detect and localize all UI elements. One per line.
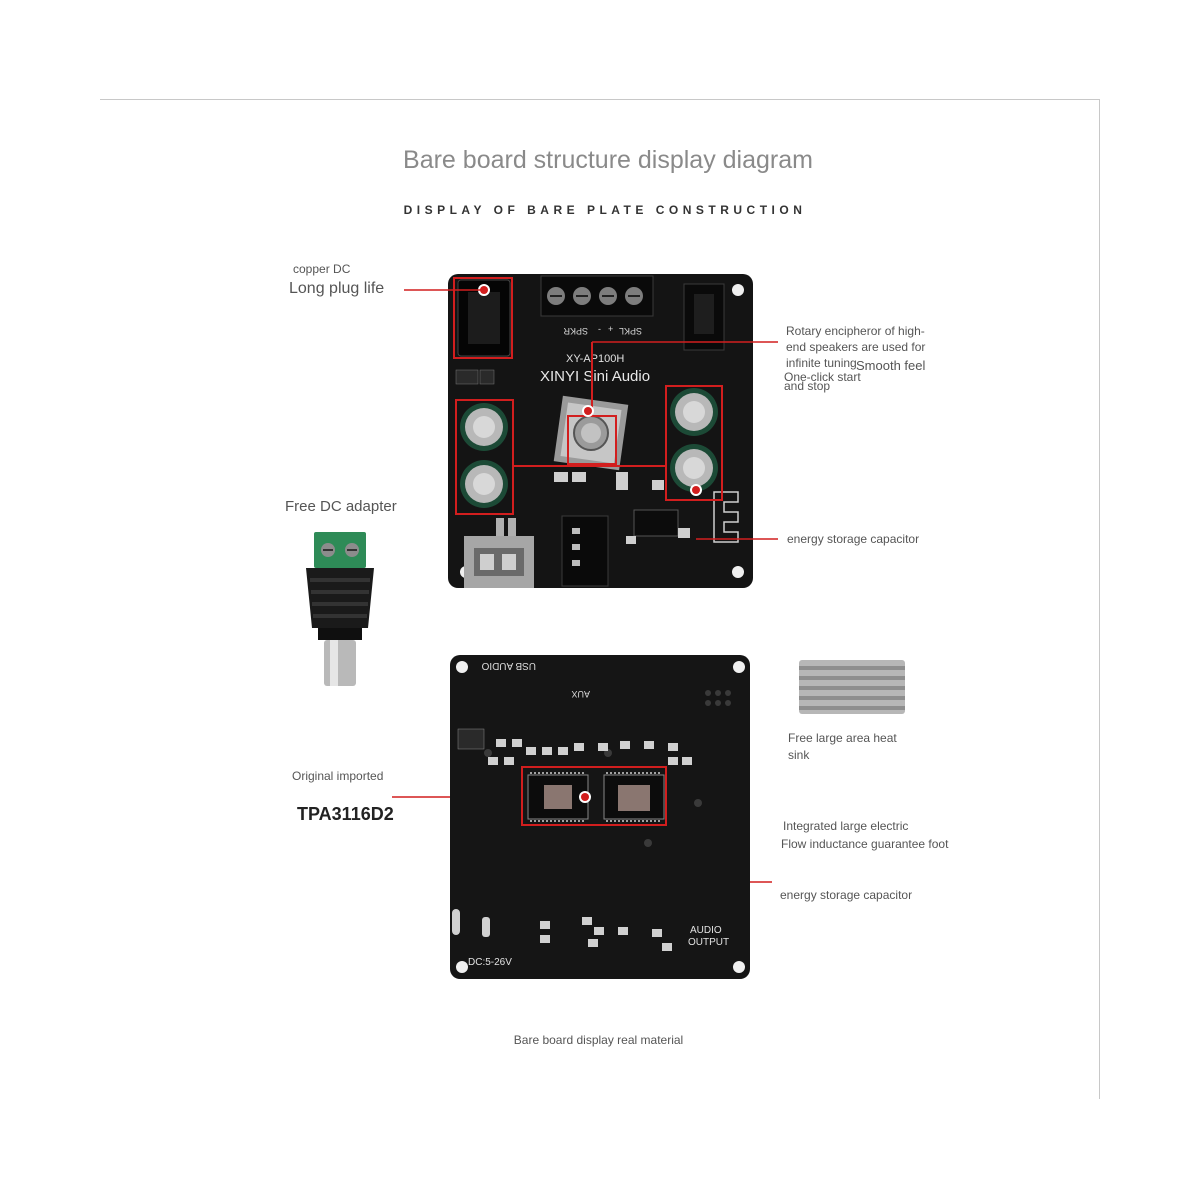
dc-adapter-image <box>306 532 374 686</box>
capacitor-right-top <box>670 388 718 436</box>
label-long-plug-life: Long plug life <box>289 280 385 297</box>
highlight-left-capacitors <box>455 399 514 515</box>
bottom-board-image: USB AUDIO AUX AUDIO O <box>450 655 750 979</box>
top-board-image: SPKR - + SPKL XY-AP100H XINYI Sini Audio <box>448 274 753 588</box>
label-rotary-line1: Rotary encipheror of high- <box>786 324 925 338</box>
silk-usb-audio: USB AUDIO <box>481 660 536 671</box>
label-tpa-chip: TPA3116D2 <box>297 804 394 824</box>
dot-capacitor <box>692 486 700 494</box>
label-one-click-start: One-click start <box>784 370 861 384</box>
label-energy-capacitor-bottom: energy storage capacitor <box>780 888 913 902</box>
frame-top-border <box>100 99 1100 100</box>
silk-terminal-plus: + <box>608 324 613 334</box>
page-title: Bare board structure display diagram <box>403 146 813 174</box>
page-subtitle: DISPLAY OF BARE PLATE CONSTRUCTION <box>403 203 807 217</box>
silk-power: DC:5-26V <box>468 957 512 968</box>
silk-aux: AUX <box>571 689 590 699</box>
label-original-imported: Original imported <box>292 769 384 783</box>
label-and-stop: and stop <box>784 379 831 393</box>
silk-output: OUTPUT <box>688 937 729 948</box>
silk-terminal-spkl: SPKL <box>619 326 642 336</box>
capacitor-left-top <box>460 403 508 451</box>
silk-terminal-spkr: SPKR <box>563 326 588 336</box>
label-copper-dc: copper DC <box>293 262 351 276</box>
board-model-text: XY-AP100H <box>566 353 624 365</box>
capacitor-right-bottom <box>670 444 718 492</box>
frame-right-border <box>1099 99 1100 1099</box>
dot-amp-chip <box>581 793 589 801</box>
silk-terminal-minus: - <box>598 324 601 334</box>
board-brand-text: XINYI Sini Audio <box>540 368 650 385</box>
highlight-right-capacitors <box>665 385 723 501</box>
highlight-dc-jack <box>453 277 513 359</box>
label-heat-sink-line1: Free large area heat <box>788 731 897 745</box>
amp-chip-right <box>603 774 665 820</box>
label-smooth-feel: Smooth feel <box>856 358 926 373</box>
heat-sink-image <box>799 660 905 714</box>
adapter-barrel <box>324 640 356 686</box>
label-energy-capacitor-top: energy storage capacitor <box>787 532 920 546</box>
dot-encoder <box>584 407 592 415</box>
label-heat-sink-line2: sink <box>788 748 810 762</box>
capacitor-left-bottom <box>460 460 508 508</box>
adapter-body <box>306 568 374 628</box>
adapter-terminal-green <box>314 532 366 568</box>
silk-audio: AUDIO <box>690 925 722 936</box>
aux-jack-bottom <box>561 515 609 587</box>
label-free-dc-adapter: Free DC adapter <box>285 498 397 515</box>
highlight-amp-chips <box>521 766 667 826</box>
label-inductance-line2: Flow inductance guarantee foot <box>781 837 949 851</box>
bottom-board-pcb <box>450 655 750 979</box>
caption-real-material: Bare board display real material <box>513 1033 684 1047</box>
label-rotary-line3: infinite tuning <box>786 356 857 370</box>
bluetooth-antenna <box>713 491 739 543</box>
rotary-encoder <box>553 395 629 471</box>
bluetooth-ic <box>633 509 679 537</box>
dot-dc-jack <box>480 286 488 294</box>
label-inductance-line1: Integrated large electric <box>783 819 909 833</box>
label-rotary-line2: end speakers are used for <box>786 340 926 354</box>
amp-chip-left <box>527 774 589 820</box>
